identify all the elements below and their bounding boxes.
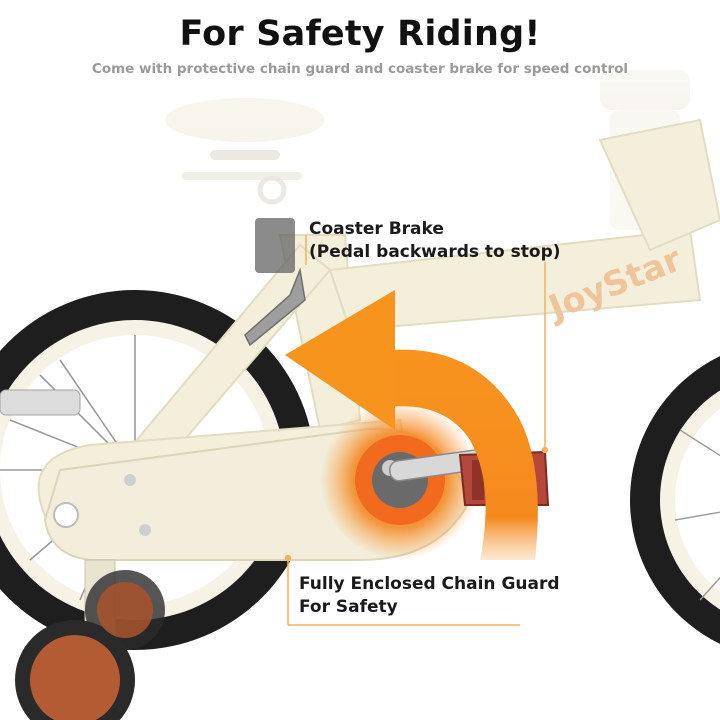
backward-pedal-arrow-icon [285,290,538,560]
coaster-brake-callout: Coaster Brake (Pedal backwards to stop) [309,218,561,264]
guard-callout-line [284,554,520,626]
coaster-brake-title: Coaster Brake [309,219,444,239]
coaster-brake-arm [244,218,306,347]
bike-seat [165,98,325,205]
page-subtitle: Come with protective chain guard and coa… [91,61,629,77]
training-wheel [15,559,165,720]
chain-guard-callout: Fully Enclosed Chain Guard For Safety [299,573,560,619]
coaster-brake-note: (Pedal backwards to stop) [309,242,561,262]
front-wheel [630,356,720,644]
brake-callout-line [305,235,549,454]
page-title: For Safety Riding! [179,14,541,54]
chain-guard-note: For Safety [299,597,398,617]
chain-guard-title: Fully Enclosed Chain Guard [299,574,560,594]
